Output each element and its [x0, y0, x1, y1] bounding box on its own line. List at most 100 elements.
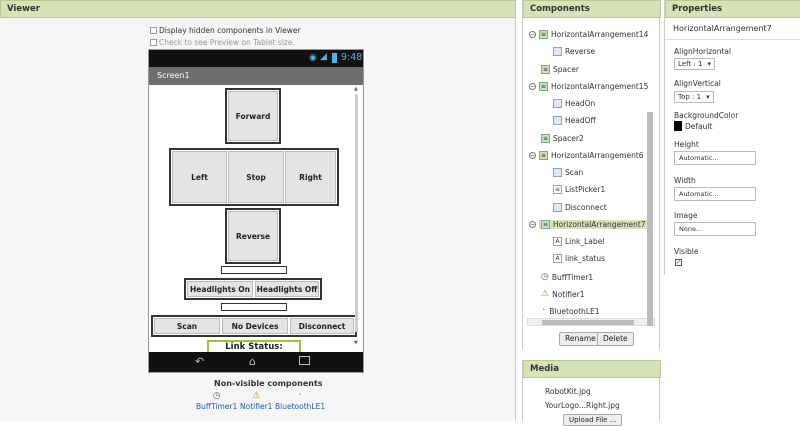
color-swatch[interactable] — [674, 121, 682, 131]
tree-horizontal-scrollbar[interactable] — [527, 318, 655, 326]
button-icon — [553, 203, 562, 212]
headlights-on-button[interactable]: Headlights On — [187, 281, 253, 297]
stop-button[interactable]: Stop — [228, 151, 284, 203]
tree-item-label: HorizontalArrangement6 — [551, 151, 644, 160]
align-vertical-select[interactable]: Top : 1 ▾ — [674, 91, 714, 103]
tree-item-notifier1[interactable]: ⚠ Notifier1 — [541, 289, 585, 299]
nonvisible-label: BuffTimer1 — [196, 402, 238, 411]
phone-scrollbar[interactable]: ▲ ▼ — [354, 86, 360, 350]
nonvisible-bluetooth[interactable]: ᛫ BluetoothLE1 — [275, 390, 325, 411]
tree-item-label: link_status — [565, 254, 606, 263]
tree-item-horizontalarrangement7[interactable]: ≡ HorizontalArrangement7 — [539, 220, 648, 229]
tree-item-label: Reverse — [565, 47, 596, 56]
home-icon[interactable]: ⌂ — [249, 355, 256, 368]
tree-item-reverse[interactable]: Reverse — [553, 47, 595, 56]
height-field[interactable]: Automatic... — [674, 151, 756, 165]
nonvisible-notifier[interactable]: ⚠ Notifier1 — [240, 390, 272, 411]
scroll-thumb[interactable] — [542, 320, 634, 325]
tree-item-horizontalarrangement6[interactable]: − ≡ HorizontalArrangement6 — [529, 151, 644, 160]
image-field[interactable]: None... — [674, 222, 756, 236]
width-field[interactable]: Automatic... — [674, 187, 756, 201]
button-icon — [553, 168, 562, 177]
spacer — [221, 266, 287, 274]
tree-item-horizontalarrangement15[interactable]: − ≡ HorizontalArrangement15 — [529, 82, 648, 91]
reverse-button[interactable]: Reverse — [228, 211, 278, 261]
tree-item-label: ListPicker1 — [565, 185, 606, 194]
arrangement-icon: ≡ — [539, 82, 548, 91]
scan-button[interactable]: Scan — [154, 318, 220, 334]
phone-preview: ◉ ◢ 9:48 Screen1 Forward Left Stop Right… — [148, 49, 364, 373]
reverse-arrangement — [225, 208, 281, 264]
tree-item-link-status[interactable]: A link_status — [553, 254, 605, 263]
select-value: Top : 1 — [678, 93, 702, 101]
tablet-preview-label: Check to see Preview on Tablet size. — [159, 38, 295, 47]
media-item[interactable]: RobotKit.jpg — [545, 387, 591, 396]
nonvisible-bufftimer[interactable]: ◷ BuffTimer1 — [196, 390, 237, 411]
forward-arrangement — [225, 88, 281, 144]
headlights-off-button[interactable]: Headlights Off — [255, 281, 319, 297]
tree-item-listpicker1[interactable]: ≡ ListPicker1 — [553, 185, 605, 194]
delete-button[interactable]: Delete — [597, 332, 634, 346]
tree-vertical-scrollbar[interactable] — [646, 20, 654, 326]
checkbox-box[interactable] — [150, 39, 157, 46]
visible-checkbox[interactable]: ✓ — [675, 259, 682, 266]
dropdown-arrow-icon: ▾ — [706, 93, 710, 101]
tree-item-headon[interactable]: HeadOn — [553, 99, 595, 108]
recents-icon[interactable] — [299, 356, 310, 365]
collapse-toggle-icon[interactable]: − — [529, 31, 536, 38]
collapse-toggle-icon[interactable]: − — [529, 221, 536, 228]
forward-button[interactable]: Forward — [228, 91, 278, 141]
align-horizontal-label: AlignHorizontal — [674, 47, 732, 56]
rename-button[interactable]: Rename — [559, 332, 602, 346]
tree-item-horizontalarrangement7-row[interactable]: − ≡ HorizontalArrangement7 — [529, 220, 648, 229]
tree-item-label: HorizontalArrangement7 — [553, 220, 646, 229]
scroll-up-icon[interactable]: ▲ — [354, 86, 358, 92]
tree-item-disconnect[interactable]: Disconnect — [553, 203, 607, 212]
properties-header: Properties — [665, 0, 800, 18]
dropdown-arrow-icon: ▾ — [707, 60, 711, 68]
tree-item-scan[interactable]: Scan — [553, 168, 583, 177]
collapse-toggle-icon[interactable]: − — [529, 152, 536, 159]
scroll-thumb[interactable] — [647, 112, 653, 326]
clock-icon: ◷ — [541, 272, 549, 282]
tree-item-link-label[interactable]: A Link_Label — [553, 237, 604, 246]
components-header: Components — [523, 0, 661, 18]
tree-item-horizontalarrangement14[interactable]: − ≡ HorizontalArrangement14 — [529, 30, 648, 39]
arrangement-icon: ≡ — [541, 220, 550, 229]
label-icon: A — [553, 237, 562, 246]
nonvisible-label: Notifier1 — [240, 402, 273, 411]
align-horizontal-select[interactable]: Left : 1 ▾ — [674, 58, 715, 70]
right-button[interactable]: Right — [285, 151, 336, 203]
nonvisible-label: BluetoothLE1 — [275, 402, 326, 411]
tree-item-spacer[interactable]: ≡ Spacer — [541, 65, 579, 74]
tree-item-bufftimer1[interactable]: ◷ BuffTimer1 — [541, 272, 593, 282]
arrangement-icon: ≡ — [539, 30, 548, 39]
tree-item-label: HorizontalArrangement14 — [551, 30, 649, 39]
tree-item-headoff[interactable]: HeadOff — [553, 116, 596, 125]
button-icon — [553, 99, 562, 108]
tree-item-bluetoothle1[interactable]: ᛫ BluetoothLE1 — [541, 306, 600, 316]
nav-bar: ↶ ⌂ — [149, 352, 363, 372]
scroll-down-icon[interactable]: ▼ — [354, 340, 358, 346]
media-item[interactable]: YourLogo...Right.jpg — [545, 401, 620, 410]
collapse-toggle-icon[interactable]: − — [529, 83, 536, 90]
bluetooth-icon: ᛫ — [297, 391, 303, 401]
signal-icon: ◢ — [320, 52, 327, 62]
no-devices-listpicker[interactable]: No Devices — [222, 318, 288, 334]
tree-item-label: BluetoothLE1 — [549, 306, 600, 316]
viewer-header: Viewer — [0, 0, 516, 18]
tree-item-label: Notifier1 — [552, 289, 585, 299]
background-color-value[interactable]: Default — [685, 122, 713, 131]
display-hidden-checkbox[interactable]: Display hidden components in Viewer — [150, 26, 301, 35]
status-bar: ◉ ◢ 9:48 — [149, 50, 363, 67]
arrangement-icon: ≡ — [539, 151, 548, 160]
back-icon[interactable]: ↶ — [195, 355, 205, 368]
direction-arrangement — [169, 148, 339, 206]
disconnect-button[interactable]: Disconnect — [290, 318, 354, 334]
scroll-thumb[interactable] — [355, 94, 358, 332]
tablet-preview-checkbox[interactable]: Check to see Preview on Tablet size. — [150, 38, 295, 47]
tree-item-spacer2[interactable]: ≡ Spacer2 — [541, 134, 584, 143]
left-button[interactable]: Left — [172, 151, 227, 203]
checkbox-box[interactable] — [150, 27, 157, 34]
upload-file-button[interactable]: Upload File ... — [563, 414, 623, 426]
